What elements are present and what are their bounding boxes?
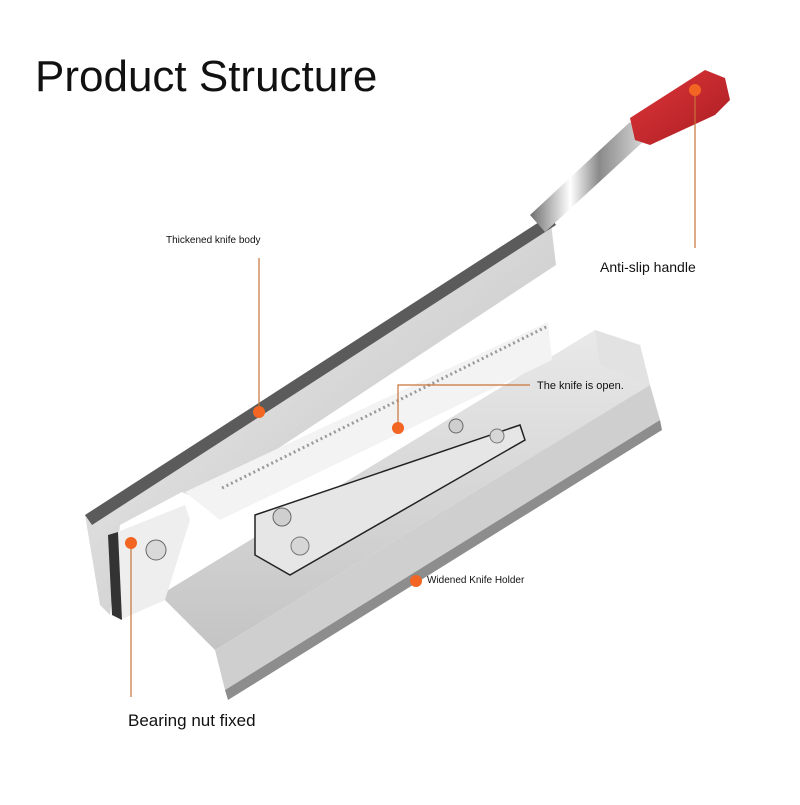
- callout-bearing-nut: Bearing nut fixed: [128, 711, 256, 730]
- bracket-plate: [254, 418, 526, 576]
- bolt: [489, 428, 505, 444]
- knife-blade: [85, 215, 556, 615]
- handle: [530, 70, 730, 232]
- marker-dot: [125, 537, 137, 549]
- page-title: Product Structure: [35, 52, 378, 101]
- callout-knife-holder: Widened Knife Holder: [427, 575, 525, 586]
- pivot-plate: [108, 505, 190, 620]
- marker-dot: [689, 84, 701, 96]
- bolt: [448, 418, 464, 434]
- callout-handle: Anti-slip handle: [600, 259, 696, 275]
- markers: [125, 84, 701, 587]
- callout-knife-body: Thickened knife body: [166, 235, 261, 246]
- callout-knife-open: The knife is open.: [537, 380, 624, 392]
- pivot-nut: [145, 539, 167, 561]
- marker-dot: [410, 575, 422, 587]
- bolt: [290, 536, 310, 556]
- leader-knife-open: [397, 384, 530, 426]
- anti-slip-grip: [630, 70, 730, 145]
- marker-dot: [253, 406, 265, 418]
- bolt: [272, 507, 292, 527]
- marker-dot: [392, 422, 404, 434]
- leader-lines: [130, 92, 696, 697]
